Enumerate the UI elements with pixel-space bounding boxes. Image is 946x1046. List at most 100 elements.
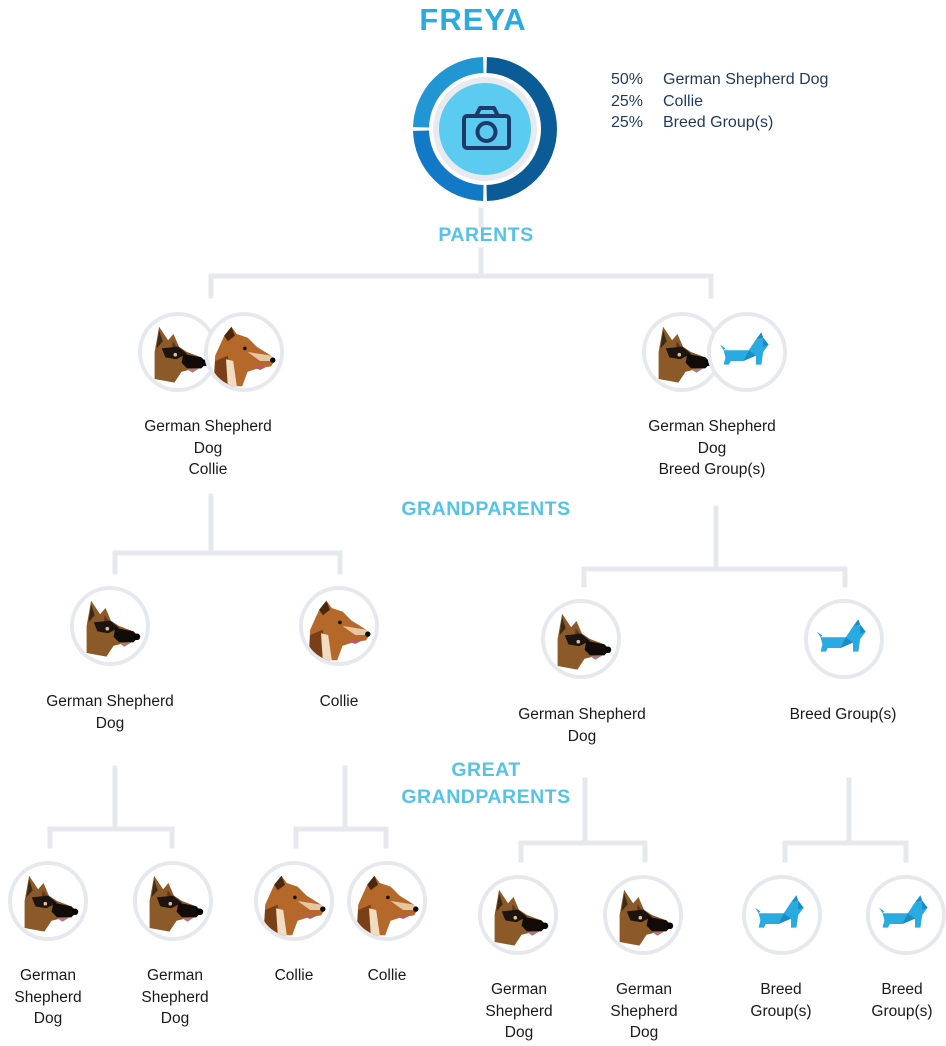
parent-label: German Shepherd Dog Breed Group(s) [612, 416, 812, 481]
parents-heading: PARENTS [438, 224, 534, 246]
label-line: German Shepherd [46, 693, 174, 710]
grandparent-label: Breed Group(s) [743, 704, 943, 726]
great-grandparents-heading-line: GREAT [451, 759, 521, 781]
great-grandparent-label: German Shepherd Dog [0, 965, 96, 1030]
ring-segment [413, 57, 484, 128]
german-shepherd-portrait [142, 316, 214, 388]
label-line: Dog [193, 439, 223, 457]
label-line: Breed [760, 981, 802, 998]
label-line: German Shepherd [518, 706, 646, 723]
parent-portrait [204, 312, 284, 392]
breakdown-percent: 50% [611, 71, 644, 88]
label-line: Dog [504, 1024, 534, 1041]
breakdown-row: 25% Collie [611, 91, 828, 113]
great-grandparent-label: Collie [339, 965, 435, 987]
label-line: Dog [567, 727, 597, 745]
german-shepherd-portrait [137, 865, 209, 937]
camera-icon [462, 106, 511, 150]
label-line: Collie [319, 693, 359, 710]
german-shepherd-portrait [12, 865, 84, 937]
great-grandparents-heading-line: GRANDPARENTS [401, 786, 571, 808]
german-shepherd-portrait [545, 603, 617, 675]
collie-portrait [351, 865, 423, 937]
grandparents-heading: GRANDPARENTS [401, 498, 571, 520]
label-line: Breed Group(s) [789, 706, 897, 723]
label-line: Dog [697, 439, 727, 457]
origami-dog-icon [711, 316, 783, 388]
breakdown-row: 50% German Shepherd Dog [611, 69, 828, 91]
great-grandparent-label: Breed Group(s) [733, 979, 829, 1022]
breakdown-percent: 25% [611, 92, 644, 110]
collie-portrait [258, 865, 330, 937]
parent-portrait [642, 312, 722, 392]
great-grandparent-label: German Shepherd Dog [471, 979, 567, 1044]
label-line: German Shepherd [144, 418, 272, 435]
great-grandparent-portrait [347, 861, 427, 941]
breed-ring[interactable] [413, 57, 557, 201]
parent-label: German Shepherd Dog Collie [108, 416, 308, 481]
label-line: German Shepherd [648, 418, 776, 435]
great-grandparent-label: Breed Group(s) [858, 979, 946, 1022]
label-line: Collie [274, 967, 314, 984]
collie-portrait [208, 316, 280, 388]
label-line: Collie [188, 461, 228, 478]
breakdown-breed: Breed Group(s) [663, 114, 774, 131]
label-line: Group(s) [871, 1002, 933, 1020]
great-grandparent-portrait [8, 861, 88, 941]
german-shepherd-portrait [646, 316, 718, 388]
grandparent-portrait [299, 586, 379, 666]
breed-breakdown: 50% German Shepherd Dog 25% Collie 25% Bree… [611, 69, 828, 134]
parent-portrait [138, 312, 218, 392]
grandparent-label: German Shepherd Dog [10, 691, 210, 734]
great-grandparent-portrait [254, 861, 334, 941]
parent-portrait [707, 312, 787, 392]
origami-dog-icon [870, 879, 942, 951]
german-shepherd-portrait [74, 590, 146, 662]
german-shepherd-portrait [607, 879, 679, 951]
photo-placeholder[interactable] [439, 83, 531, 175]
great-grandparent-label: German Shepherd Dog [127, 965, 223, 1030]
label-line: Shepherd [485, 1002, 553, 1020]
grandparent-portrait [541, 599, 621, 679]
ring-segment [413, 130, 484, 201]
great-grandparent-label: German Shepherd Dog [596, 979, 692, 1044]
label-line: Shepherd [610, 1002, 678, 1020]
grandparent-portrait [70, 586, 150, 666]
grandparent-label: German Shepherd Dog [482, 704, 682, 747]
label-line: German [616, 981, 672, 998]
collie-portrait [303, 590, 375, 662]
dog-name: FREYA [419, 2, 527, 37]
great-grandparent-portrait [603, 875, 683, 955]
breakdown-row: 25% Breed Group(s) [611, 112, 828, 134]
great-grandparent-portrait [133, 861, 213, 941]
grandparent-portrait [804, 599, 884, 679]
label-line: Collie [367, 967, 407, 984]
label-line: Dog [629, 1024, 659, 1041]
ring-segment [486, 57, 557, 201]
label-line: Shepherd [14, 988, 82, 1006]
origami-dog-icon [808, 603, 880, 675]
label-line: Dog [160, 1010, 190, 1027]
breakdown-breed: Collie [663, 92, 704, 110]
great-grandparents-heading: GREAT GRANDPARENTS [366, 757, 606, 811]
great-grandparent-portrait [866, 875, 946, 955]
german-shepherd-portrait [482, 879, 554, 951]
label-line: German [20, 967, 76, 984]
origami-dog-icon [746, 879, 818, 951]
label-line: Shepherd [141, 988, 209, 1006]
label-line: Dog [33, 1010, 63, 1027]
great-grandparent-portrait [742, 875, 822, 955]
breakdown-breed: German Shepherd Dog [663, 71, 829, 88]
grandparent-label: Collie [239, 691, 439, 713]
label-line: German [491, 981, 547, 998]
label-line: Dog [95, 714, 125, 732]
label-line: German [147, 967, 203, 984]
breakdown-percent: 25% [611, 114, 644, 131]
label-line: Breed [881, 981, 923, 998]
label-line: Group(s) [750, 1002, 812, 1020]
great-grandparent-portrait [478, 875, 558, 955]
great-grandparent-label: Collie [246, 965, 342, 987]
label-line: Breed Group(s) [658, 461, 766, 478]
